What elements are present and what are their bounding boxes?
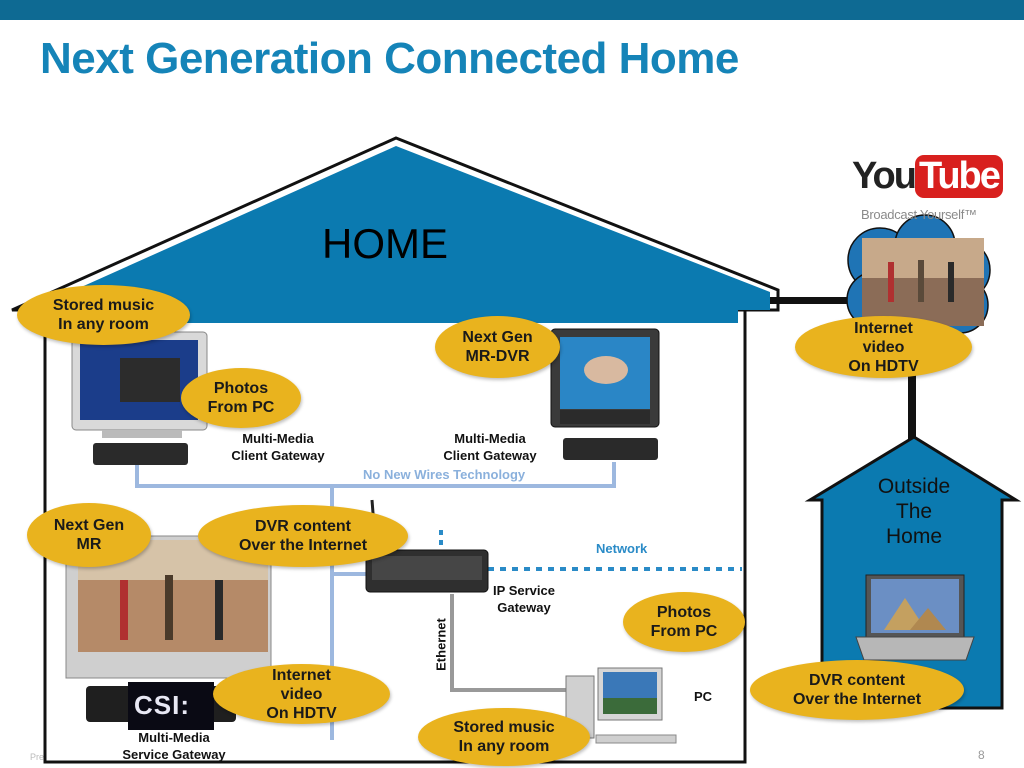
tv-top-left xyxy=(71,331,208,438)
internet-video-bubble-right: Internet video On HDTV xyxy=(795,316,972,378)
laptop-icon xyxy=(855,574,975,661)
page-title: Next Generation Connected Home xyxy=(40,34,739,83)
internet-cloud xyxy=(846,214,991,334)
photos-pc-bubble-left: Photos From PC xyxy=(181,368,301,428)
stored-music-bubble-top: Stored music In any room xyxy=(17,285,190,345)
top-banner xyxy=(0,0,1024,20)
youtube-tagline: Broadcast Yourself™ xyxy=(861,207,977,222)
dvr-content-bubble-right: DVR content Over the Internet xyxy=(750,660,964,720)
csi-thumbnail xyxy=(128,682,214,730)
client-gateway-box-1 xyxy=(93,443,188,465)
no-new-wires-label: No New Wires Technology xyxy=(363,467,526,482)
tv-top-right xyxy=(550,328,660,428)
ethernet-cable xyxy=(450,594,578,692)
ethernet-label: Ethernet xyxy=(433,618,449,671)
photos-pc-bubble-right: Photos From PC xyxy=(623,592,745,652)
ip-service-gateway-label: IP Service Gateway xyxy=(493,583,555,615)
service-gateway-label: Multi-Media Service Gateway xyxy=(122,730,226,762)
youtube-logo-you: You xyxy=(852,155,917,197)
roof-fill xyxy=(30,146,770,323)
outside-home-label: Outside The Home xyxy=(877,475,951,548)
client-gateway-box-2 xyxy=(563,438,658,460)
uplink-wire xyxy=(770,297,852,304)
youtube-logo-tube: Tube xyxy=(914,155,1003,198)
cloud-to-outside-wire xyxy=(908,360,916,440)
client-gateway-label-2: Multi-Media Client Gateway xyxy=(443,431,537,463)
pc-label: PC xyxy=(693,689,713,704)
network-label: Network xyxy=(596,541,648,556)
dvr-content-bubble-left: DVR content Over the Internet xyxy=(198,505,408,567)
next-gen-mr-bubble: Next Gen MR xyxy=(27,503,151,567)
internet-video-bubble-bottom: Internet video On HDTV xyxy=(213,664,390,724)
client-gateway-label-1: Multi-Media Client Gateway xyxy=(231,431,325,463)
ip-service-gateway-router xyxy=(365,499,489,593)
csi-logo-text: CSI: xyxy=(134,690,190,720)
footer-left-text: Pre xyxy=(30,752,45,762)
home-label: HOME xyxy=(322,220,448,267)
page-number: 8 xyxy=(978,748,985,762)
stored-music-bubble-bottom: Stored music In any room xyxy=(418,708,590,766)
pc-icon xyxy=(565,667,677,744)
next-gen-mrdvr-bubble: Next Gen MR-DVR xyxy=(435,316,560,378)
